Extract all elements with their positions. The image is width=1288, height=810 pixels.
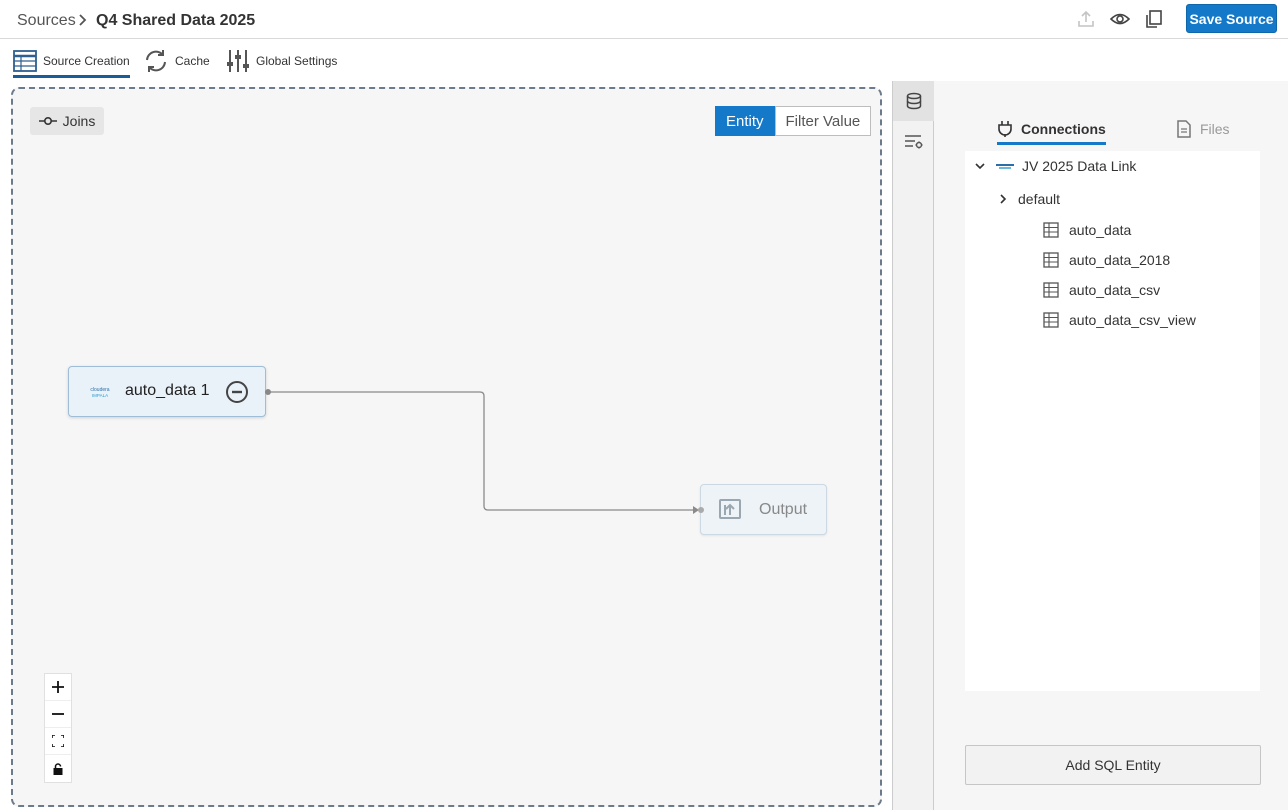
table-icon [13, 50, 37, 72]
side-rail [892, 81, 934, 810]
cloudera-impala-logo: cloudera IMPALA [90, 387, 109, 398]
breadcrumb-sources[interactable]: Sources [17, 12, 76, 29]
output-node-label: Output [759, 501, 808, 518]
plug-icon [998, 121, 1012, 137]
sliders-icon [227, 50, 249, 72]
entity-node[interactable]: cloudera IMPALA auto_data 1 [68, 366, 271, 417]
tab-global-settings[interactable]: Global Settings [226, 46, 337, 76]
tab-files-label: Files [1200, 121, 1230, 137]
table-icon [1043, 222, 1059, 238]
tree-table[interactable]: auto_data_2018 [1043, 249, 1170, 271]
lock-button[interactable] [45, 755, 71, 782]
tab-label: Cache [175, 54, 210, 68]
rail-settings-button[interactable] [893, 122, 934, 162]
tab-connections[interactable]: Connections [997, 117, 1106, 145]
tab-connections-label: Connections [1021, 121, 1106, 137]
cloudera-logo-icon [996, 164, 1014, 169]
joins-label: Joins [62, 113, 96, 129]
table-icon [1043, 282, 1059, 298]
toggle-entity[interactable]: Entity [715, 106, 775, 136]
tab-label: Global Settings [256, 54, 338, 68]
fit-view-icon [52, 735, 64, 747]
toggle-filter-value[interactable]: Filter Value [774, 106, 872, 136]
tab-cache[interactable]: Cache [143, 46, 210, 76]
schema-name: default [1018, 191, 1061, 207]
connection-name: JV 2025 Data Link [1022, 158, 1137, 174]
lock-icon [53, 762, 63, 775]
export-icon [719, 499, 741, 519]
refresh-icon [146, 50, 166, 72]
fit-view-button[interactable] [45, 728, 71, 755]
svg-text:IMPALA: IMPALA [92, 393, 108, 398]
filter-settings-icon [904, 135, 922, 149]
zoom-in-button[interactable] [45, 674, 71, 701]
tree-schema[interactable]: default [996, 188, 1060, 210]
zoom-out-button[interactable] [45, 701, 71, 728]
tree-table[interactable]: auto_data_csv_view [1043, 309, 1196, 331]
add-sql-entity-button[interactable]: Add SQL Entity [965, 745, 1261, 785]
tab-source-creation[interactable]: Source Creation [13, 46, 130, 78]
svg-text:cloudera: cloudera [90, 387, 109, 393]
table-name: auto_data_csv_view [1069, 312, 1196, 328]
joins-button[interactable]: Joins [30, 107, 104, 135]
chevron-right-icon [1000, 194, 1007, 204]
table-icon [1043, 312, 1059, 328]
table-name: auto_data_2018 [1069, 252, 1171, 268]
database-icon [906, 92, 921, 110]
chevron-down-icon [975, 163, 985, 170]
join-icon [38, 116, 57, 126]
remove-circle-icon[interactable] [225, 380, 249, 404]
output-node[interactable]: Output [698, 484, 827, 535]
tree-connection[interactable]: JV 2025 Data Link [973, 155, 1136, 177]
chevron-right-icon [79, 14, 87, 26]
save-source-button[interactable]: Save Source [1186, 4, 1277, 33]
input-port[interactable] [698, 507, 704, 513]
copy-icon[interactable] [1144, 9, 1164, 29]
entity-node-label: auto_data 1 [125, 382, 210, 399]
output-port[interactable] [265, 389, 271, 395]
toolbar: Source Creation Cache Global Settings [0, 40, 1288, 82]
table-name: auto_data [1069, 222, 1132, 238]
data-panel: Connections Files JV 2025 Data Link defa… [934, 81, 1288, 810]
file-icon [1177, 120, 1191, 138]
table-name: auto_data_csv [1069, 282, 1161, 298]
table-icon [1043, 252, 1059, 268]
page-title: Q4 Shared Data 2025 [96, 12, 256, 29]
join-canvas[interactable]: Joins Entity Filter Value cloudera IMPAL… [11, 87, 882, 807]
tab-label: Source Creation [43, 54, 130, 68]
zoom-out-icon [52, 713, 64, 715]
zoom-in-icon [52, 681, 64, 693]
eye-icon[interactable] [1110, 9, 1130, 29]
upload-icon[interactable] [1076, 9, 1096, 29]
connection-edge [266, 391, 699, 514]
tab-files[interactable]: Files [1176, 117, 1230, 141]
header-bar: Sources Q4 Shared Data 2025 Save Source [0, 0, 1288, 39]
zoom-controls [44, 673, 72, 783]
tree-table[interactable]: auto_data_csv [1043, 279, 1160, 301]
view-toggle: Entity Filter Value [715, 106, 872, 136]
tree-table[interactable]: auto_data [1043, 219, 1131, 241]
rail-data-button[interactable] [893, 81, 934, 121]
connection-tree: JV 2025 Data Link default auto_data auto… [965, 151, 1260, 691]
